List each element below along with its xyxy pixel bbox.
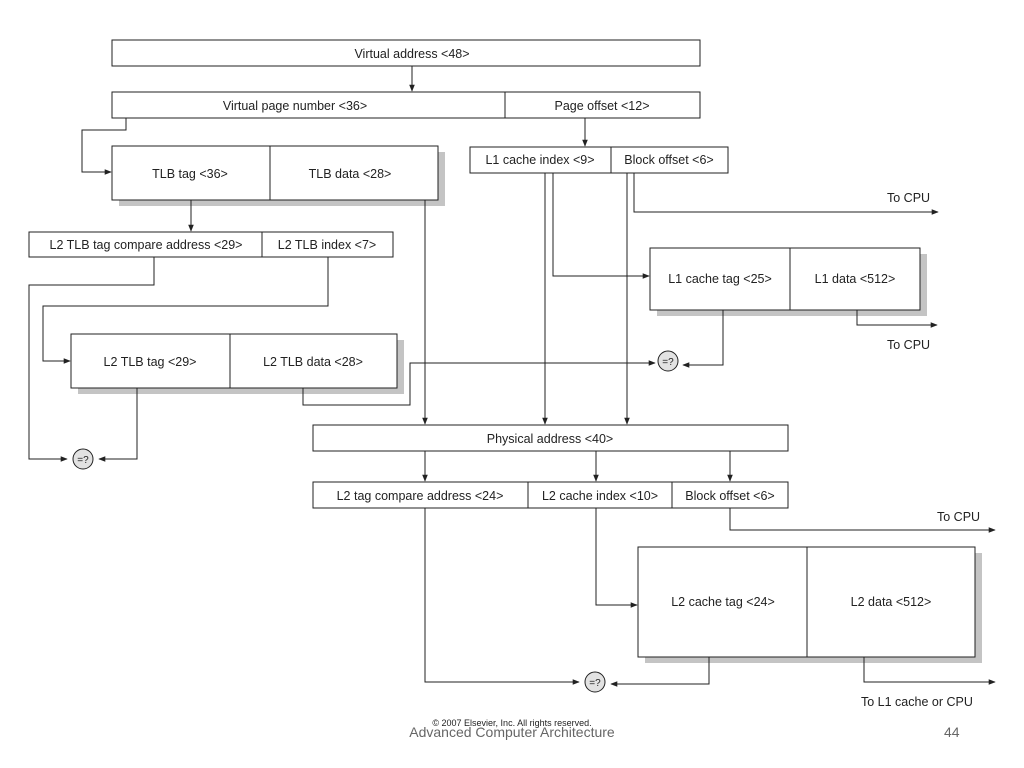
l2-tag-comparator: [584, 671, 606, 693]
l2-offset-to-cpu-arrow: [729, 508, 996, 533]
tlb-tag-label: TLB tag <36>: [152, 167, 228, 181]
l2-tlb-index-to-l2-tlb-arrow: [42, 257, 329, 364]
l2-tlb-tag-compare-label: L2 TLB tag compare address <29>: [50, 238, 243, 252]
l2-tlb-tag-comparator: [72, 448, 94, 470]
slide-number: 44: [944, 724, 960, 740]
l1-cache-index-label: L1 cache index <9>: [485, 153, 594, 167]
l2-tag-to-cmp-arrow: [610, 657, 710, 687]
vpn-to-tlb-arrow: [81, 118, 127, 175]
l1-tag-to-compare-arrow: [682, 310, 724, 368]
l1-data-label: L1 data <512>: [815, 272, 896, 286]
l2-tlb-tag-to-cmp-arrow: [98, 388, 138, 462]
virtual-address-label: Virtual address <48>: [354, 47, 469, 61]
course-title: Advanced Computer Architecture: [409, 724, 615, 740]
l2-data-to-l1-arrow: [863, 657, 996, 685]
l2-data-label: L2 data <512>: [851, 595, 932, 609]
to-l1-or-cpu-label: To L1 cache or CPU: [861, 695, 973, 709]
l2-tlb-index-label: L2 TLB index <7>: [278, 238, 376, 252]
page-offset-label: Page offset <12>: [555, 99, 650, 113]
to-cpu-label-3: To CPU: [937, 510, 980, 524]
copyright-notice: © 2007 Elsevier, Inc. All rights reserve…: [432, 718, 592, 728]
field-boxes: [28, 39, 976, 658]
l1-data-to-cpu-arrow: [856, 310, 938, 328]
l2-tlb-tag-label: L2 TLB tag <29>: [104, 355, 197, 369]
l2-index-to-l2-tag-arrow: [595, 508, 638, 608]
l2-tlb-tag-comparator-label: =?: [77, 455, 89, 466]
l1-tag-comparator-label: =?: [662, 357, 674, 368]
connector-lines: [28, 66, 996, 687]
physical-address-label: Physical address <40>: [487, 432, 613, 446]
field-labels: Virtual address <48> Virtual page number…: [50, 47, 932, 609]
to-cpu-label-1: To CPU: [887, 191, 930, 205]
l1-block-offset-label: Block offset <6>: [624, 153, 713, 167]
output-labels: To CPU To CPU To CPU To L1 cache or CPU: [861, 191, 980, 709]
l2-tag-comparator-label: =?: [589, 678, 601, 689]
l1-index-to-l1-tag-arrow: [552, 173, 650, 279]
to-cpu-label-2: To CPU: [887, 338, 930, 352]
block-offset-to-cpu-arrow: [633, 173, 939, 215]
l2-block-offset-label: Block offset <6>: [685, 489, 774, 503]
comparators: =? =? =?: [72, 350, 679, 693]
l2-tlb-data-to-l1-compare-arrow: [302, 360, 656, 406]
l2-cache-tag-label: L2 cache tag <24>: [671, 595, 775, 609]
l2-tlb-data-label: L2 TLB data <28>: [263, 355, 363, 369]
l2-tag-compare-label: L2 tag compare address <24>: [337, 489, 504, 503]
l2-tlb-compare-to-cmp-arrow: [28, 257, 155, 462]
l1-cache-tag-label: L1 cache tag <25>: [668, 272, 772, 286]
virtual-page-number-label: Virtual page number <36>: [223, 99, 367, 113]
l1-tag-comparator: [657, 350, 679, 372]
l2-tag-compare-to-cmp-arrow: [424, 508, 580, 685]
l2-cache-index-label: L2 cache index <10>: [542, 489, 658, 503]
tlb-data-label: TLB data <28>: [309, 167, 392, 181]
